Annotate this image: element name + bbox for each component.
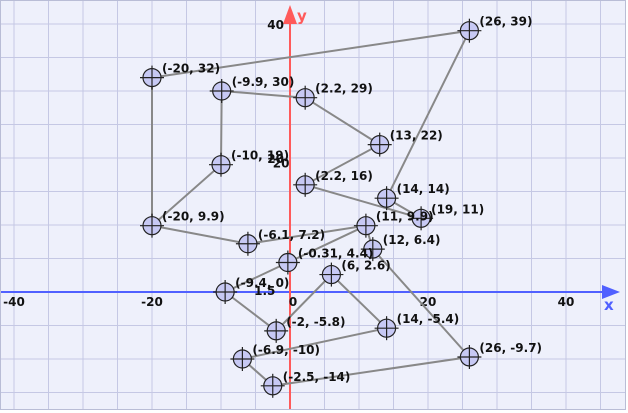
point-label: (-9.4, 0) <box>235 276 289 290</box>
data-point <box>260 373 285 398</box>
point-label: (14, -5.4) <box>397 312 460 326</box>
data-point <box>457 344 482 369</box>
data-point <box>230 347 255 371</box>
point-label: (-20, 9.9) <box>162 210 225 224</box>
data-point <box>319 262 344 287</box>
point-label: (-6.1, 7.2) <box>258 228 325 242</box>
y-axis-arrow <box>283 5 297 24</box>
point-label: (19, 11) <box>431 202 484 216</box>
point-label: (-10, 19) <box>231 149 289 163</box>
data-point <box>140 65 164 90</box>
point-label: (26, -9.7) <box>479 341 542 355</box>
x-tick-label: 20 <box>420 295 437 309</box>
x-tick-label: 40 <box>558 295 575 309</box>
series-path <box>149 29 472 387</box>
point-label: (-2.5, -14) <box>283 370 351 384</box>
point-label: (-20, 32) <box>162 62 220 76</box>
series-line <box>149 29 472 387</box>
data-point <box>293 172 318 197</box>
data-point <box>367 132 392 157</box>
x-axis-arrow <box>602 285 620 299</box>
x-tick-label: -20 <box>141 295 163 309</box>
y-axis-label: y <box>297 7 307 25</box>
data-point <box>293 85 318 110</box>
y-tick-label: 40 <box>267 18 284 32</box>
y-tick-label: 20 <box>267 152 284 166</box>
point-label: (-2, -5.8) <box>286 315 345 329</box>
data-point <box>140 213 164 238</box>
data-point <box>264 318 289 343</box>
point-label: (-9.9, 30) <box>232 75 295 89</box>
data-point <box>275 250 300 275</box>
data-point <box>235 231 260 256</box>
data-point <box>457 18 482 43</box>
axes <box>1 5 620 409</box>
data-point <box>374 186 399 211</box>
point-label: (13, 22) <box>390 129 443 143</box>
x-axis-label: x <box>604 296 614 314</box>
x-tick-label: 0 <box>289 295 297 309</box>
point-label: (2.2, 16) <box>315 169 373 183</box>
data-point <box>213 280 238 304</box>
point-label: (-0.31, 4.4) <box>298 247 374 261</box>
data-markers <box>140 18 482 398</box>
x-tick-label: -40 <box>3 295 25 309</box>
point-labels: (-20, 9.9) (-20, 32) (26, 39) (14, 14) (19, … <box>162 15 542 384</box>
data-point <box>353 213 378 238</box>
data-point <box>209 152 233 177</box>
point-label: (-6.9, -10) <box>252 343 320 357</box>
point-label: (12, 6.4) <box>383 233 441 247</box>
data-point <box>409 206 434 231</box>
point-label: (26, 39) <box>479 15 532 29</box>
point-label: (6, 2.6) <box>341 259 390 273</box>
data-point <box>360 237 385 262</box>
data-point <box>374 316 399 341</box>
data-point <box>209 79 234 103</box>
annotation-label: 20 <box>273 157 290 171</box>
annotations: 201.5 <box>254 157 289 298</box>
annotation-label: 1.5 <box>254 284 275 298</box>
point-label: (2.2, 29) <box>315 82 373 96</box>
point-label: (11, 9.9) <box>376 210 434 224</box>
point-label: (14, 14) <box>397 182 450 196</box>
